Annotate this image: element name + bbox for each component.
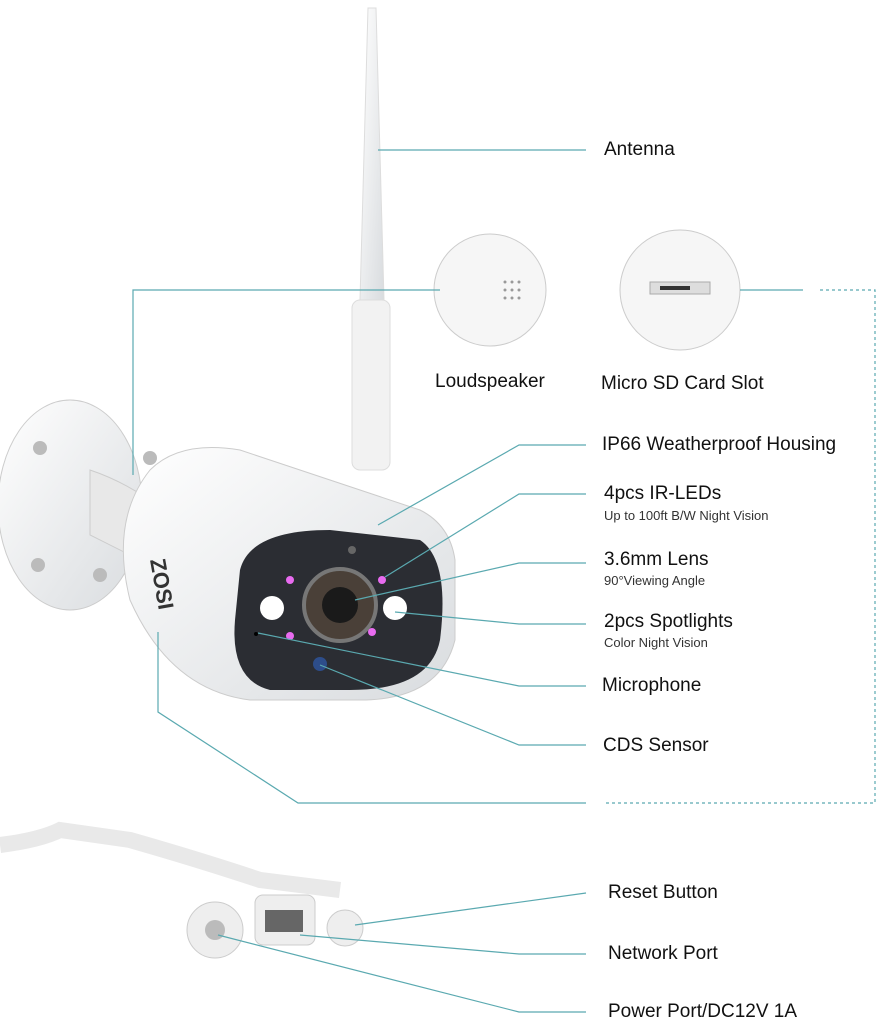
label-reset: Reset Button (608, 882, 718, 903)
label-lens: 3.6mm Lens (604, 549, 709, 570)
cds-sensor (313, 657, 327, 671)
label-network: Network Port (608, 943, 718, 964)
label-housing: IP66 Weatherproof Housing (602, 434, 837, 455)
label-antenna: Antenna (604, 139, 675, 160)
ir-leds (286, 576, 386, 640)
label-loudspeaker: Loudspeaker (435, 371, 545, 392)
label-cds: CDS Sensor (603, 735, 709, 756)
label-lens-sub: 90°Viewing Angle (604, 573, 706, 588)
reset-button-cap (326, 909, 364, 947)
antenna-base (351, 299, 391, 471)
leader-lines (132, 149, 876, 1013)
spotlight-left (260, 596, 284, 620)
label-ir-leds: 4pcs IR-LEDs (604, 483, 722, 504)
loudspeaker-detail (433, 233, 547, 347)
microphone-hole (254, 632, 258, 636)
label-sd-slot: Micro SD Card Slot (601, 373, 764, 394)
label-microphone: Microphone (602, 675, 702, 696)
cable (0, 821, 341, 898)
label-ir-leds-sub: Up to 100ft B/W Night Vision (604, 508, 769, 523)
spotlight-right (383, 596, 407, 620)
antenna-shape (359, 7, 385, 301)
label-spotlights-sub: Color Night Vision (604, 635, 708, 650)
label-power: Power Port/DC12V 1A (608, 1001, 798, 1022)
label-spotlights: 2pcs Spotlights (604, 611, 733, 632)
